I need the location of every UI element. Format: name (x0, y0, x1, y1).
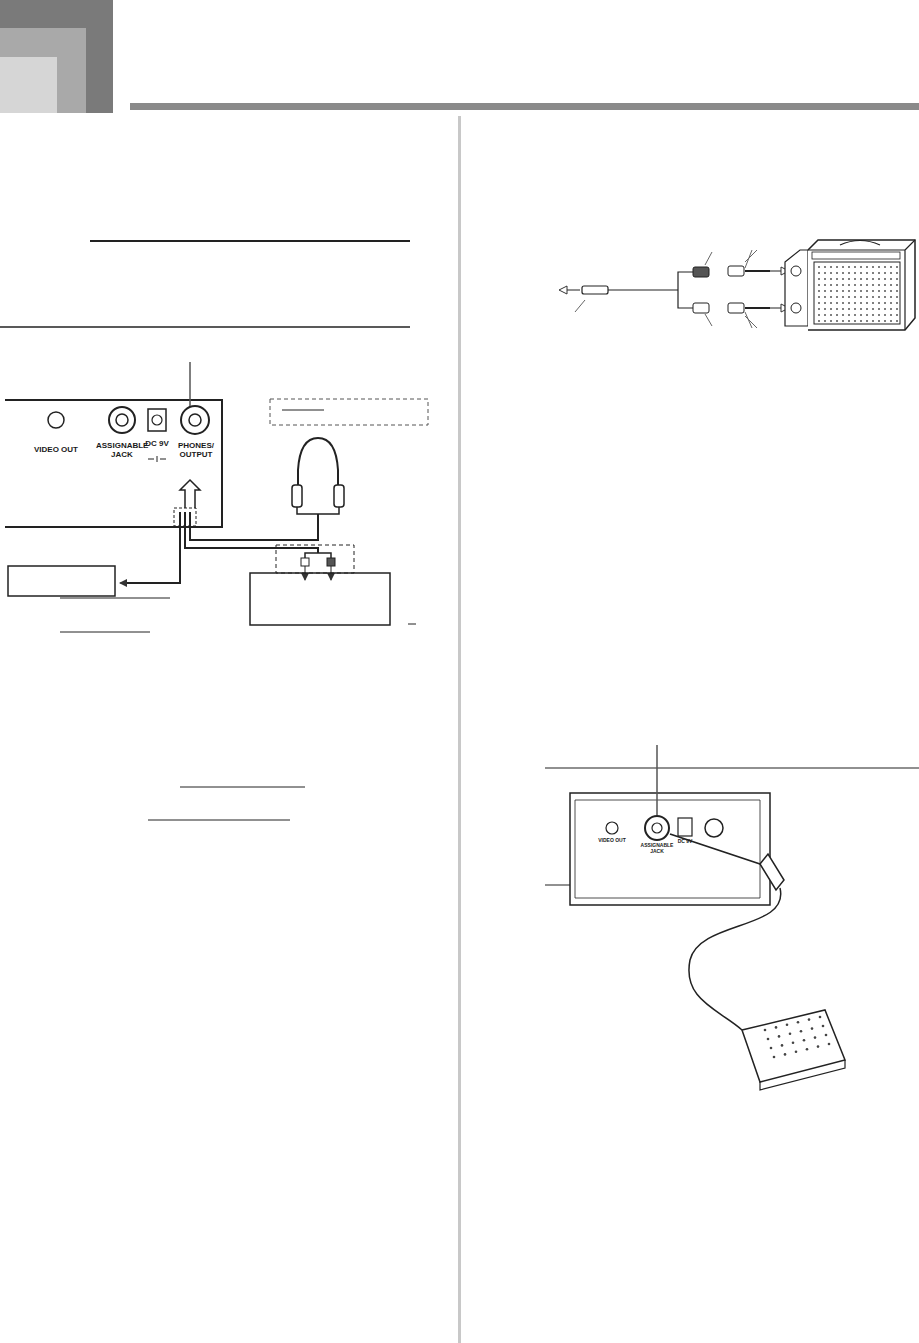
pedal-texture (822, 1025, 825, 1028)
pedal-texture (781, 1044, 784, 1047)
dashed-note-box (270, 399, 428, 425)
panel-jack-label: ASSIGNABLE JACK (96, 442, 148, 460)
pedal-texture (800, 1030, 803, 1033)
panel-jack-label: PHONES/ OUTPUT (173, 442, 219, 460)
pedal-texture (814, 1036, 817, 1039)
pedal-texture (767, 1038, 770, 1041)
pedal-texture (786, 1024, 789, 1027)
pedal-texture (789, 1033, 792, 1036)
pedal-texture (828, 1043, 831, 1046)
pedal-texture (795, 1051, 798, 1054)
pedal-texture (808, 1018, 811, 1021)
pedal-texture (792, 1042, 795, 1045)
pedal-texture (784, 1053, 787, 1056)
pedal-texture (764, 1029, 767, 1032)
pedal-texture (803, 1039, 806, 1042)
pedal-texture (775, 1026, 778, 1029)
panel-jack-label: ASSIGNABLE JACK (638, 843, 676, 854)
panel-jack-label: VIDEO OUT (26, 446, 86, 455)
pedal-texture (811, 1027, 814, 1030)
amplifier-connection (563, 240, 915, 330)
pedal-texture (797, 1021, 800, 1024)
pedal-texture (825, 1034, 828, 1037)
rear-panel (5, 362, 222, 527)
panel-jack-label: DC 9V (673, 839, 697, 845)
pedal-texture (770, 1047, 773, 1050)
panel-jack-label: DC 9V (140, 440, 174, 449)
pedal-texture (817, 1045, 820, 1048)
pedal-texture (778, 1035, 781, 1038)
pedal-texture (773, 1056, 776, 1059)
pedal-texture (806, 1048, 809, 1051)
text-rules (0, 241, 416, 820)
panel-jack-label: VIDEO OUT (595, 838, 629, 844)
phones-cables (8, 438, 390, 625)
pedal-connection (545, 745, 919, 1090)
pedal-texture (819, 1016, 822, 1019)
